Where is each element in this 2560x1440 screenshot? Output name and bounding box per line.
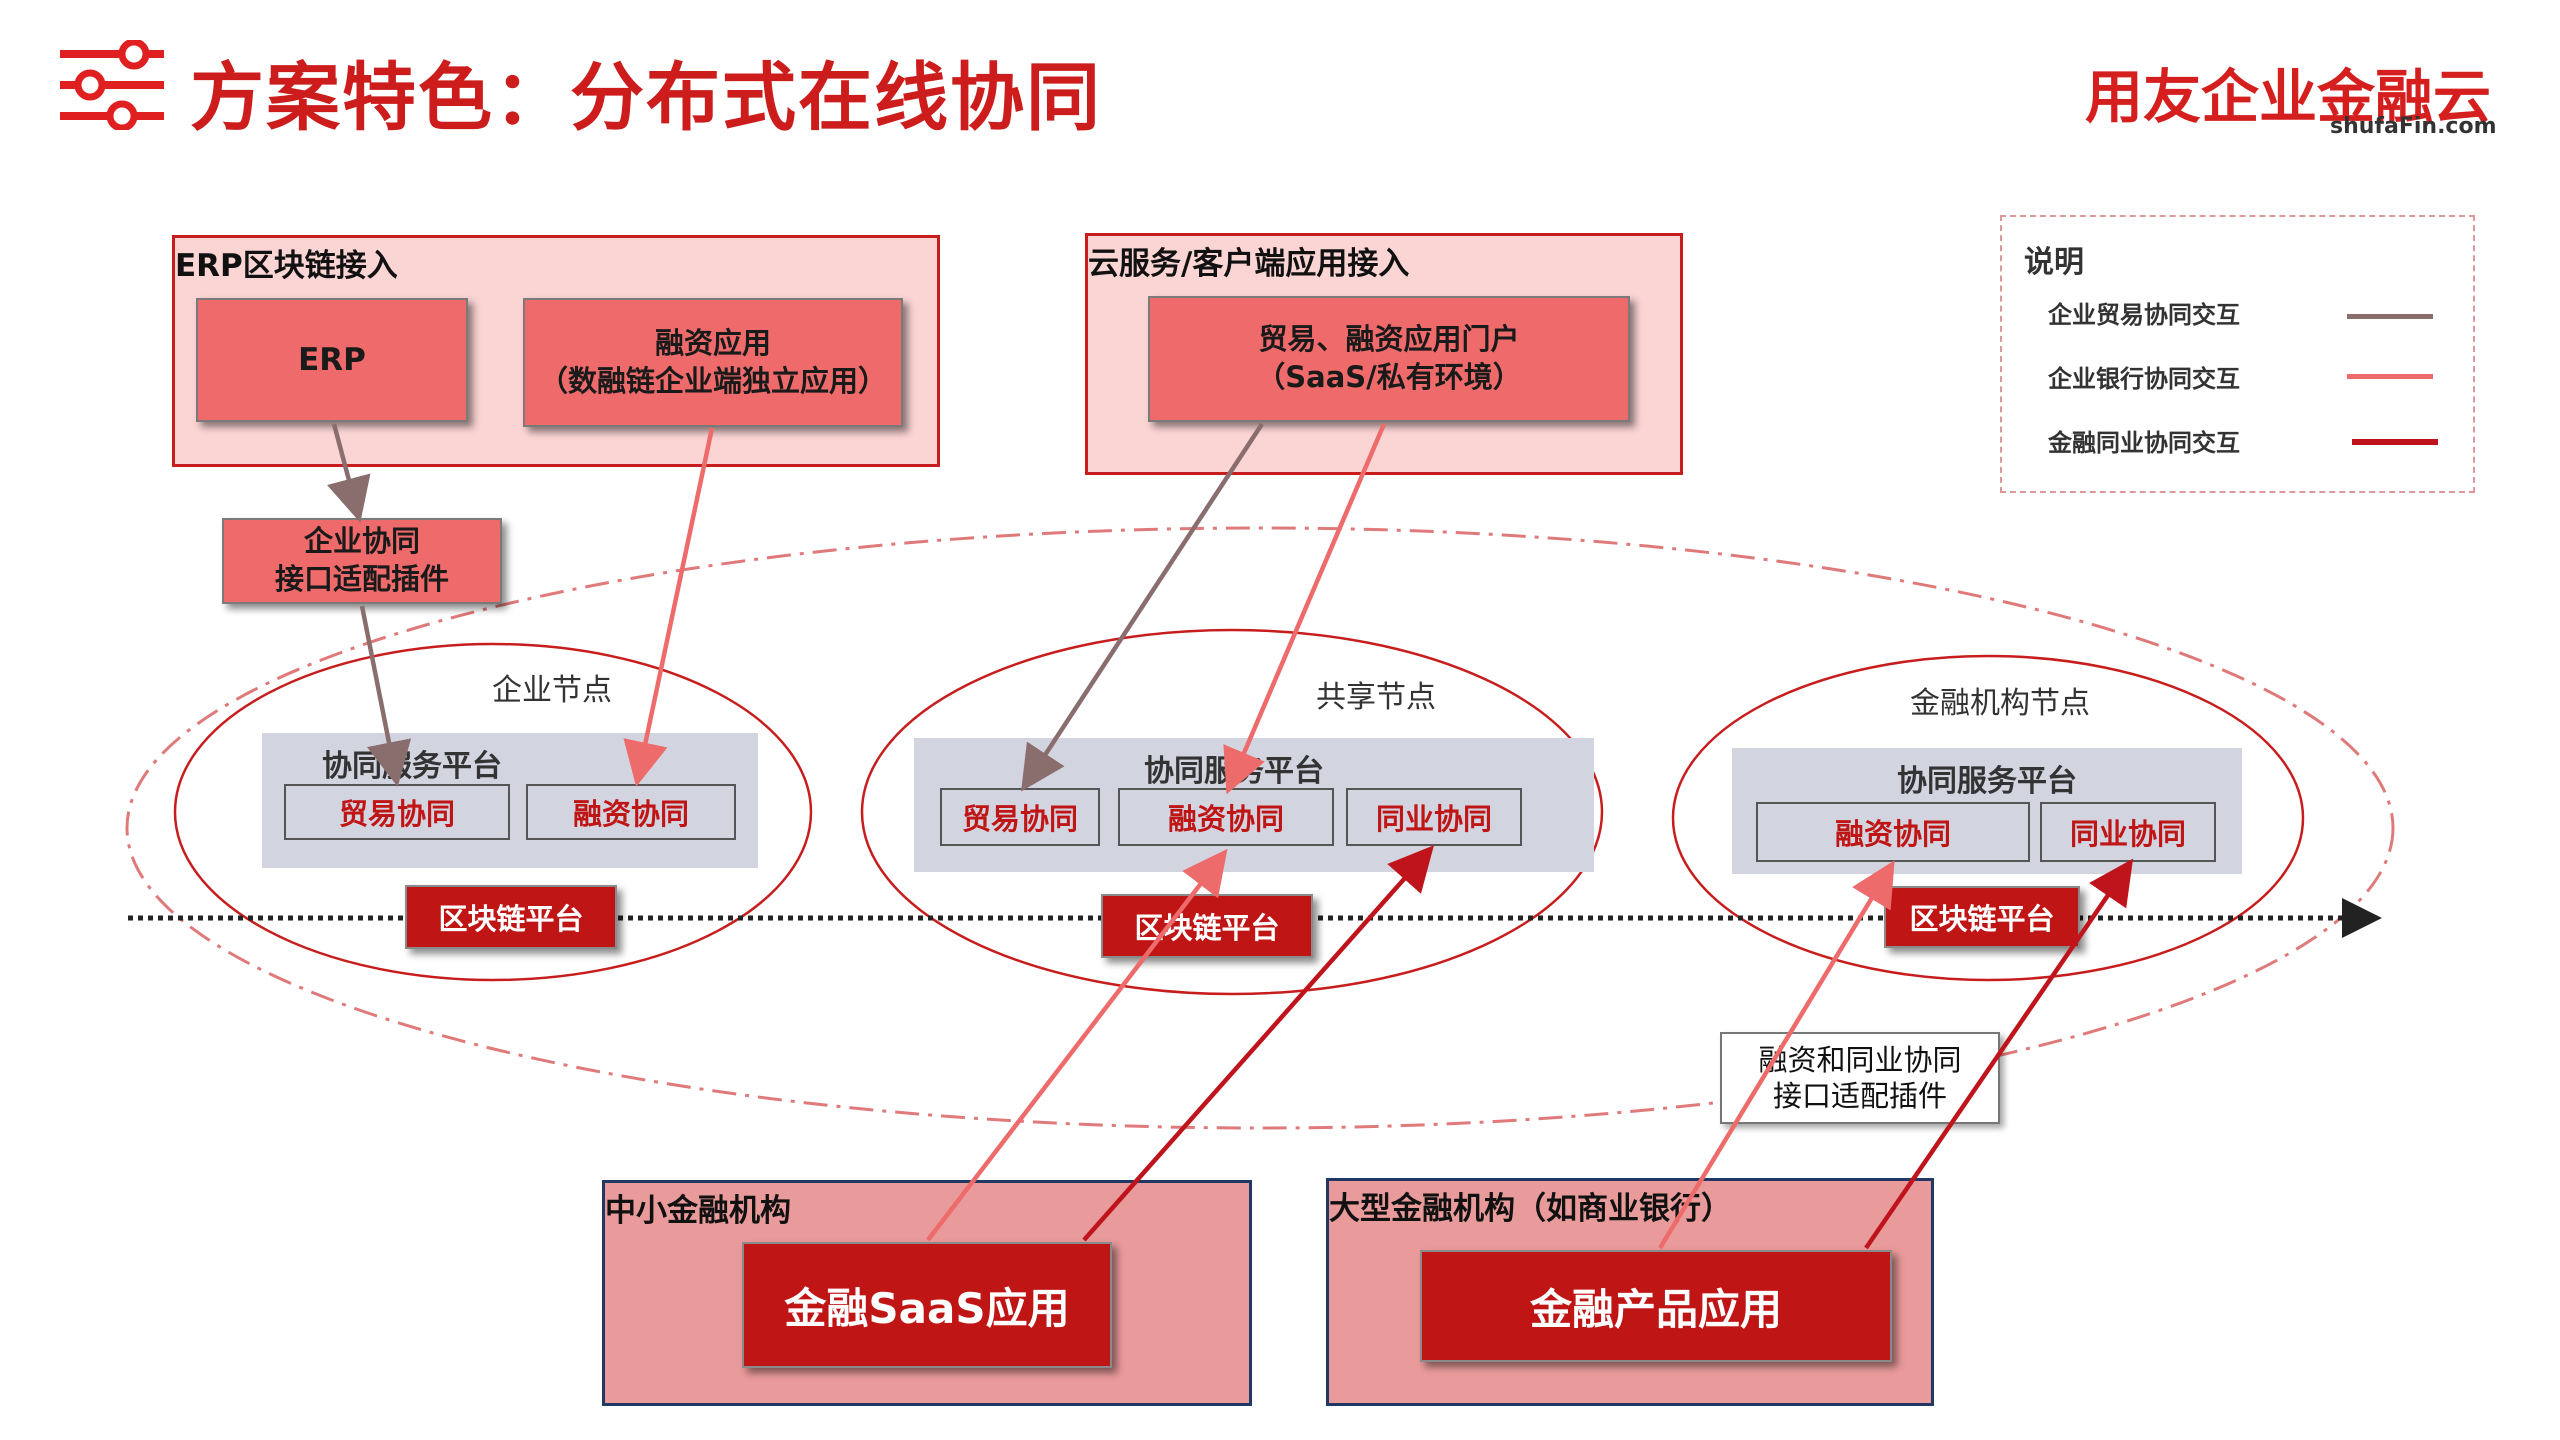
brand-domain: shufaFin.com: [2330, 114, 2497, 139]
shared-node-label: 共享节点: [1316, 680, 1436, 715]
arrow-saas-to-finance: [926, 848, 1228, 1242]
legend-title: 说明: [2024, 245, 2084, 280]
finance-product-app-box: 金融产品应用: [1420, 1250, 1892, 1362]
finance-saas-app-box: 金融SaaS应用: [742, 1242, 1112, 1368]
finance-platform-label: 协同服务平台: [1897, 764, 2077, 799]
arrow-product-to-finance: [1658, 860, 1895, 1250]
financing-app-box: 融资应用 （数融链企业端独立应用）: [523, 298, 903, 427]
sliders-icon: [60, 40, 164, 130]
brand-logo: 用友企业金融云: [2085, 63, 2492, 131]
legend-line-trade: [2347, 314, 2433, 319]
enterprise-finance-collab: 融资协同: [526, 784, 736, 840]
enterprise-platform-label: 协同服务平台: [322, 749, 502, 784]
erp-box: ERP: [196, 298, 468, 422]
finance-peer-collab: 同业协同: [2040, 802, 2216, 862]
finance-adapter-plugin: 融资和同业协同 接口适配插件: [1720, 1032, 2000, 1124]
shared-trade-collab: 贸易协同: [940, 788, 1100, 846]
large-group-label: 大型金融机构（如商业银行）: [1329, 1191, 1732, 1227]
arrow-erp-to-plugin: [326, 423, 371, 523]
finance-node-ellipse: [1671, 654, 2305, 982]
legend-line-peer: [2352, 439, 2438, 445]
finance-chain-platform: 区块链平台: [1884, 886, 2080, 948]
enterprise-adapter-plugin: 企业协同 接口适配插件: [222, 518, 502, 604]
small-group-label: 中小金融机构: [605, 1193, 791, 1229]
shared-node-ellipse: [860, 628, 1604, 996]
legend-item-bank: 企业银行协同交互: [2048, 365, 2240, 393]
enterprise-node-ellipse: [173, 642, 813, 982]
erp-group-label: ERP区块链接入: [175, 248, 398, 284]
cloud-group-label: 云服务/客户端应用接入: [1088, 246, 1410, 282]
legend-line-bank: [2347, 374, 2433, 379]
legend-item-peer: 金融同业协同交互: [2048, 429, 2240, 457]
arrow-portal-to-finance: [1223, 423, 1387, 795]
arrow-portal-to-trade: [1021, 422, 1264, 792]
arrow-product-to-peer: [1864, 858, 2134, 1250]
portal-box: 贸易、融资应用门户 （SaaS/私有环境）: [1148, 296, 1630, 422]
arrow-financeapp-to-collab: [623, 427, 715, 787]
enterprise-node-label: 企业节点: [492, 673, 612, 708]
finance-node-label: 金融机构节点: [1910, 686, 2090, 721]
legend-item-trade: 企业贸易协同交互: [2048, 301, 2240, 329]
arrow-plugin-to-trade: [359, 605, 412, 787]
page-title: 方案特色：分布式在线协同: [190, 55, 1102, 141]
shared-peer-collab: 同业协同: [1346, 788, 1522, 846]
enterprise-chain-platform: 区块链平台: [405, 885, 617, 949]
finance-finance-collab: 融资协同: [1756, 802, 2030, 862]
network-outer-ellipse: [125, 526, 2395, 1130]
legend-box: 说明 企业贸易协同交互 企业银行协同交互 金融同业协同交互: [2000, 215, 2475, 493]
arrow-saas-to-peer: [1082, 845, 1434, 1242]
